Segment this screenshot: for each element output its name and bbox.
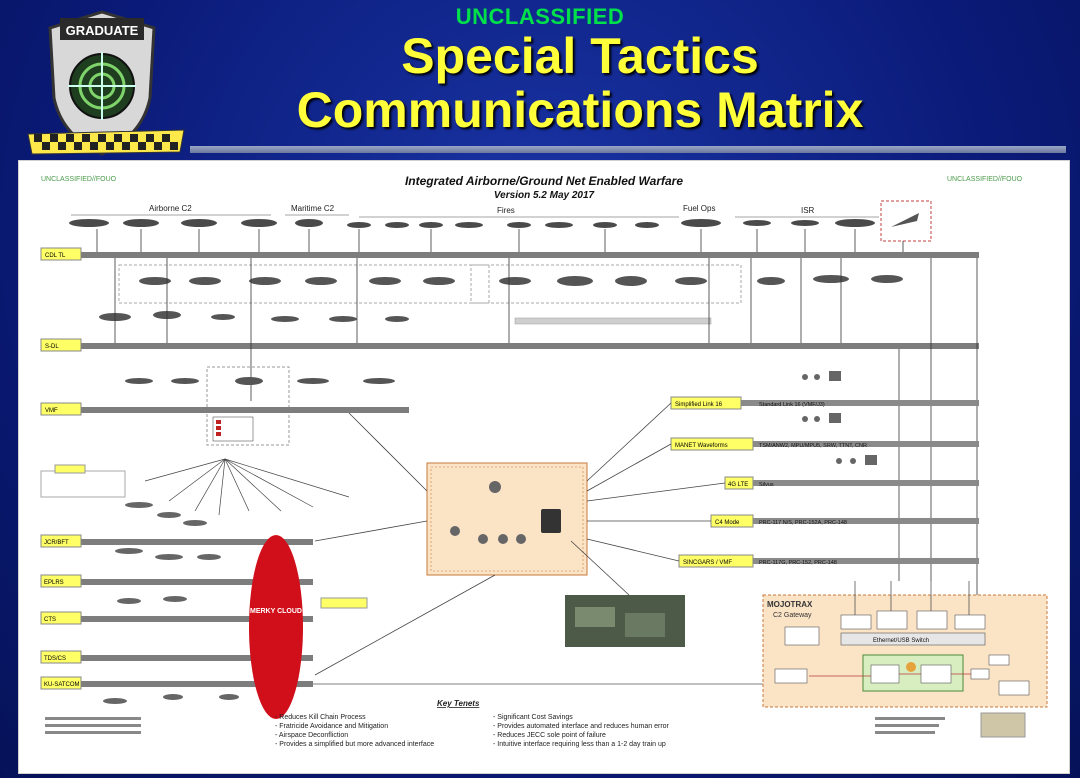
- link-bar-label: Standard Link 16 (VMF/J3): [759, 402, 825, 408]
- link-row: C4 Mode PRC-117 N/S, PRC-152A, PRC-148: [710, 514, 979, 528]
- slide-title-line1: Special Tactics: [401, 28, 759, 84]
- tenet-item: - Fratricide Avoidance and Mitigation: [275, 723, 388, 730]
- diagram-title: Integrated Airborne/Ground Net Enabled W…: [405, 174, 683, 188]
- link-bar-label: PRC-117 N/S, PRC-152A, PRC-148: [759, 520, 847, 526]
- merky-cloud: [249, 535, 303, 719]
- gateway-subtitle: C2 Gateway: [773, 612, 812, 619]
- link-bar-label: TSM/ANW2, MPU/MPU5, SRW, TTNT, CNR: [759, 443, 867, 449]
- net-label: [40, 650, 82, 664]
- network-bus: [79, 343, 979, 349]
- link-row: SINCGARS / VMF PRC-117G, PRC-152, PRC-14…: [678, 554, 979, 568]
- net-label: [40, 247, 82, 261]
- link-box-label: Simplified Link 16: [675, 402, 723, 408]
- net-label: [40, 534, 82, 548]
- tenet-item: - Significant Cost Savings: [493, 714, 573, 721]
- classification-banner: UNCLASSIFIED: [455, 4, 625, 29]
- link-row: 4G LTE Silvus: [724, 476, 979, 490]
- link-box-label: SINCGARS / VMF: [683, 560, 732, 566]
- jtac-node-panel: [426, 462, 588, 576]
- net-label-text: KU-SATCOM: [44, 682, 80, 688]
- net-label-text: CDL TL: [45, 253, 66, 259]
- link-bar-label: Silvus: [759, 482, 774, 488]
- tenet-item: - Intuitive interface requiring less tha…: [493, 741, 666, 748]
- network-bus: [79, 616, 313, 622]
- net-label: [40, 676, 82, 690]
- group-label: Airborne C2: [149, 204, 192, 213]
- net-label-text: TDS/CS: [44, 656, 66, 662]
- link-row: Simplified Link 16 Standard Link 16 (VMF…: [670, 396, 979, 410]
- group-label: ISR: [801, 206, 815, 215]
- marking-right: UNCLASSIFIED//FOUO: [947, 176, 1023, 183]
- net-label: [40, 338, 82, 352]
- highlight-box: [880, 200, 932, 242]
- diagram-version: Version 5.2 May 2017: [494, 190, 595, 201]
- tenet-item: - Reduces JECC sole point of failure: [493, 732, 606, 739]
- gateway-switch-label: Ethernet/USB Switch: [873, 638, 929, 644]
- network-bus: [79, 252, 979, 258]
- net-label: [40, 611, 82, 625]
- diagram-panel: UNCLASSIFIED//FOUO UNCLASSIFIED//FOUO In…: [18, 160, 1070, 774]
- key-tenets-title: Key Tenets: [437, 699, 480, 708]
- gateway-title: MOJOTRAX: [767, 600, 813, 609]
- net-label-text: JCR/BFT: [44, 540, 69, 546]
- net-label-text: EPLRS: [44, 580, 64, 586]
- network-bus: [79, 579, 313, 585]
- net-label-text: CTS: [44, 617, 56, 623]
- network-bus: [79, 407, 409, 413]
- slide-title-line2: Communications Matrix: [296, 82, 864, 138]
- net-label: [40, 402, 82, 416]
- link-box-label: MANET Waveforms: [675, 443, 728, 449]
- tenet-item: - Airspace Deconfliction: [275, 732, 348, 739]
- comm-matrix-diagram: UNCLASSIFIED//FOUO UNCLASSIFIED//FOUO In…: [40, 174, 1048, 748]
- group-label: Maritime C2: [291, 204, 335, 213]
- net-label: [40, 574, 82, 588]
- net-label-text: VMF: [45, 408, 58, 414]
- tenet-item: - Provides automated interface and reduc…: [493, 723, 670, 730]
- title-divider: [190, 146, 1066, 153]
- net-label-text: S-DL: [45, 344, 59, 350]
- group-label: Fires: [497, 206, 515, 215]
- cloud-label: MERKY CLOUD: [250, 608, 302, 615]
- aircraft-row-top: [69, 219, 875, 228]
- tenet-item: - Provides a simplified but more advance…: [275, 741, 434, 748]
- link-box-label: C4 Mode: [715, 520, 740, 526]
- link-bar-label: PRC-117G, PRC-152, PRC-148: [759, 560, 837, 566]
- network-bus: [79, 655, 313, 661]
- network-bus: [79, 681, 313, 687]
- tenet-item: - Reduces Kill Chain Process: [275, 714, 366, 721]
- logo-text: GRADUATE: [66, 23, 139, 38]
- weapons-school-shield-logo: GRADUATE: [48, 10, 156, 156]
- checkered-ribbon: [27, 129, 185, 155]
- marking-left: UNCLASSIFIED//FOUO: [41, 176, 117, 183]
- network-bus: [79, 539, 313, 545]
- link-box-label: 4G LTE: [728, 482, 748, 488]
- group-label: Fuel Ops: [683, 204, 715, 213]
- link-row: MANET Waveforms TSM/ANW2, MPU/MPU5, SRW,…: [670, 437, 979, 451]
